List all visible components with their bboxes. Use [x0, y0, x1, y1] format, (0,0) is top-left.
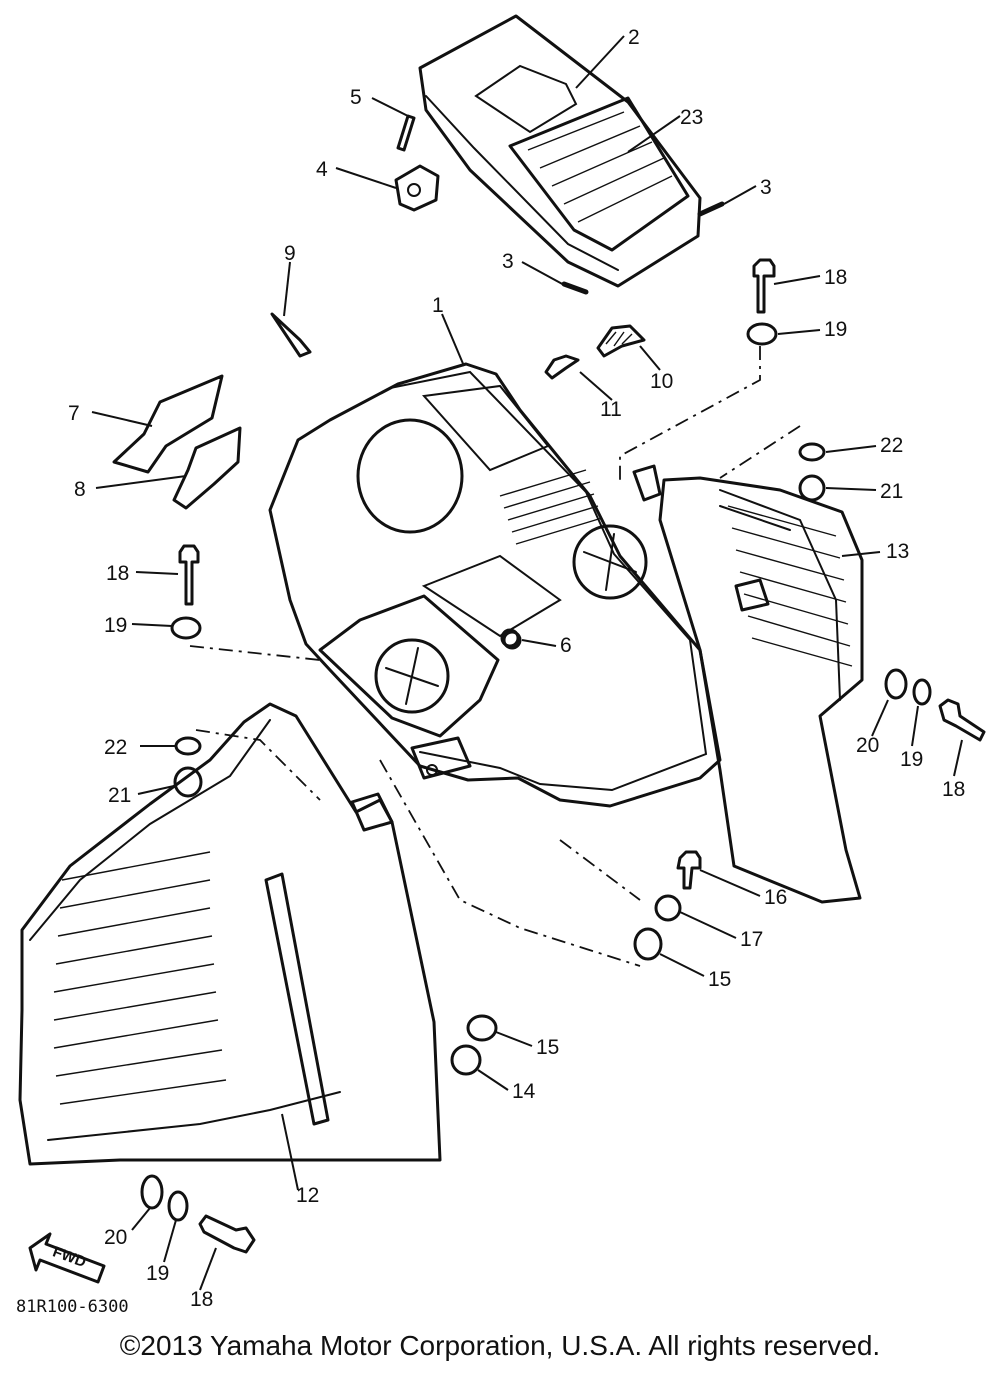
callout-15-lower: 15	[536, 1036, 559, 1059]
callout-22-left: 22	[104, 736, 127, 759]
callout-19-bottom: 19	[146, 1262, 169, 1285]
callout-19-right: 19	[900, 748, 923, 771]
callout-11: 11	[600, 398, 622, 421]
callout-18-left: 18	[106, 562, 129, 585]
forward-arrow-icon: FWD	[28, 1232, 106, 1284]
copyright-notice: ©2013 Yamaha Motor Corporation, U.S.A. A…	[119, 1330, 881, 1361]
right-side-panel-part	[658, 476, 864, 904]
callout-5: 5	[350, 86, 362, 109]
top-cover-part	[418, 14, 702, 288]
callout-19-left: 19	[104, 614, 127, 637]
callout-20-right: 20	[856, 734, 879, 757]
callout-21-right: 21	[880, 480, 903, 503]
screw-and-clip-parts	[394, 114, 440, 212]
callout-17: 17	[740, 928, 763, 951]
hardware-parts	[140, 258, 986, 1254]
callout-labels: 2 23 5 4 3 3 9 1 18 19 10 11 7 8 22 21 1…	[68, 26, 965, 1311]
callout-14: 14	[512, 1080, 536, 1103]
left-side-panel-part	[18, 702, 442, 1166]
callout-6: 6	[560, 634, 572, 657]
bracket-parts	[112, 374, 242, 510]
callout-12: 12	[296, 1184, 319, 1207]
callout-3-right: 3	[760, 176, 772, 199]
callout-18-right: 18	[942, 778, 965, 801]
main-panel-part	[268, 362, 722, 808]
rivet-part	[270, 312, 312, 358]
callout-15-upper: 15	[708, 968, 731, 991]
callout-13: 13	[886, 540, 909, 563]
callout-3-left: 3	[502, 250, 514, 273]
pin-parts	[561, 201, 725, 295]
callout-18-top: 18	[824, 266, 847, 289]
callout-2: 2	[628, 26, 640, 49]
callout-23: 23	[680, 106, 703, 129]
callout-19-top: 19	[824, 318, 847, 341]
callout-7: 7	[68, 402, 80, 425]
callout-16: 16	[764, 886, 787, 909]
leader-lines	[91, 35, 963, 1291]
callout-10: 10	[650, 370, 673, 393]
callout-1: 1	[432, 294, 444, 317]
callout-20-bottom: 20	[104, 1226, 127, 1249]
diagram-code: 81R100-6300	[16, 1297, 129, 1317]
callout-22-right: 22	[880, 434, 903, 457]
callout-4: 4	[316, 158, 328, 181]
assembly-lines	[189, 346, 801, 967]
callout-18-bottom: 18	[190, 1288, 213, 1311]
callout-9: 9	[284, 242, 296, 265]
callout-8: 8	[74, 478, 86, 501]
small-pads-parts	[544, 324, 646, 380]
callout-21-left: 21	[108, 784, 131, 807]
